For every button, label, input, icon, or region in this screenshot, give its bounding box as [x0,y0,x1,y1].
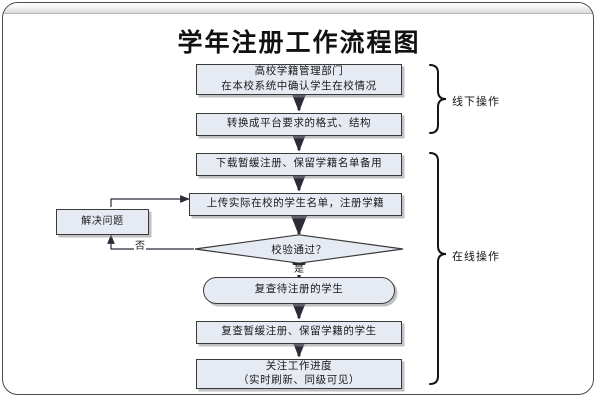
node-step3-text: 下载暂缓注册、保留学籍名单备用 [215,158,383,170]
node-review[interactable]: 复查待注册的学生 [203,277,395,304]
node-review-deferred[interactable]: 复查暂缓注册、保留学籍的学生 [196,321,402,344]
node-step1[interactable]: 高校学籍管理部门 在本校系统中确认学生在校情况 [196,64,402,95]
page-title: 学年注册工作流程图 [177,30,421,57]
decision-diamond-shape [194,234,404,264]
edge-fix-step4 [110,195,190,207]
node-step2[interactable]: 转换成平台要求的格式、结构 [196,113,402,136]
node-decision[interactable]: 校验通过？ [194,234,404,264]
node-review-deferred-text: 复查暂缓注册、保留学籍的学生 [221,326,377,338]
node-step1-text: 高校学籍管理部门 在本校系统中确认学生在校情况 [221,66,377,92]
node-fix-text: 解决问题 [81,216,124,228]
group-label-online: 在线操作 [452,251,500,263]
node-monitor-text: 关注工作进度 （实时刷新、同级可见） [237,360,361,386]
node-review-text: 复查待注册的学生 [254,284,344,296]
document-frame: 学年注册工作流程图 [2,2,594,395]
edge-label-yes: 是 [293,264,305,275]
node-monitor[interactable]: 关注工作进度 （实时刷新、同级可见） [196,359,402,389]
brace-online [429,152,447,385]
node-step3[interactable]: 下载暂缓注册、保留学籍名单备用 [196,153,402,176]
edge-label-no: 否 [134,241,146,252]
node-step2-text: 转换成平台要求的格式、结构 [226,118,372,130]
edge-decision-fix-no [107,234,194,250]
node-fix[interactable]: 解决问题 [56,209,149,235]
node-step4-text: 上传实际在校的学生名单，注册学籍 [206,198,385,210]
group-label-offline: 线下操作 [452,96,500,108]
brace-offline [429,64,447,134]
node-step4[interactable]: 上传实际在校的学生名单，注册学籍 [189,193,402,216]
frame-top-gradient-bar [3,3,593,14]
